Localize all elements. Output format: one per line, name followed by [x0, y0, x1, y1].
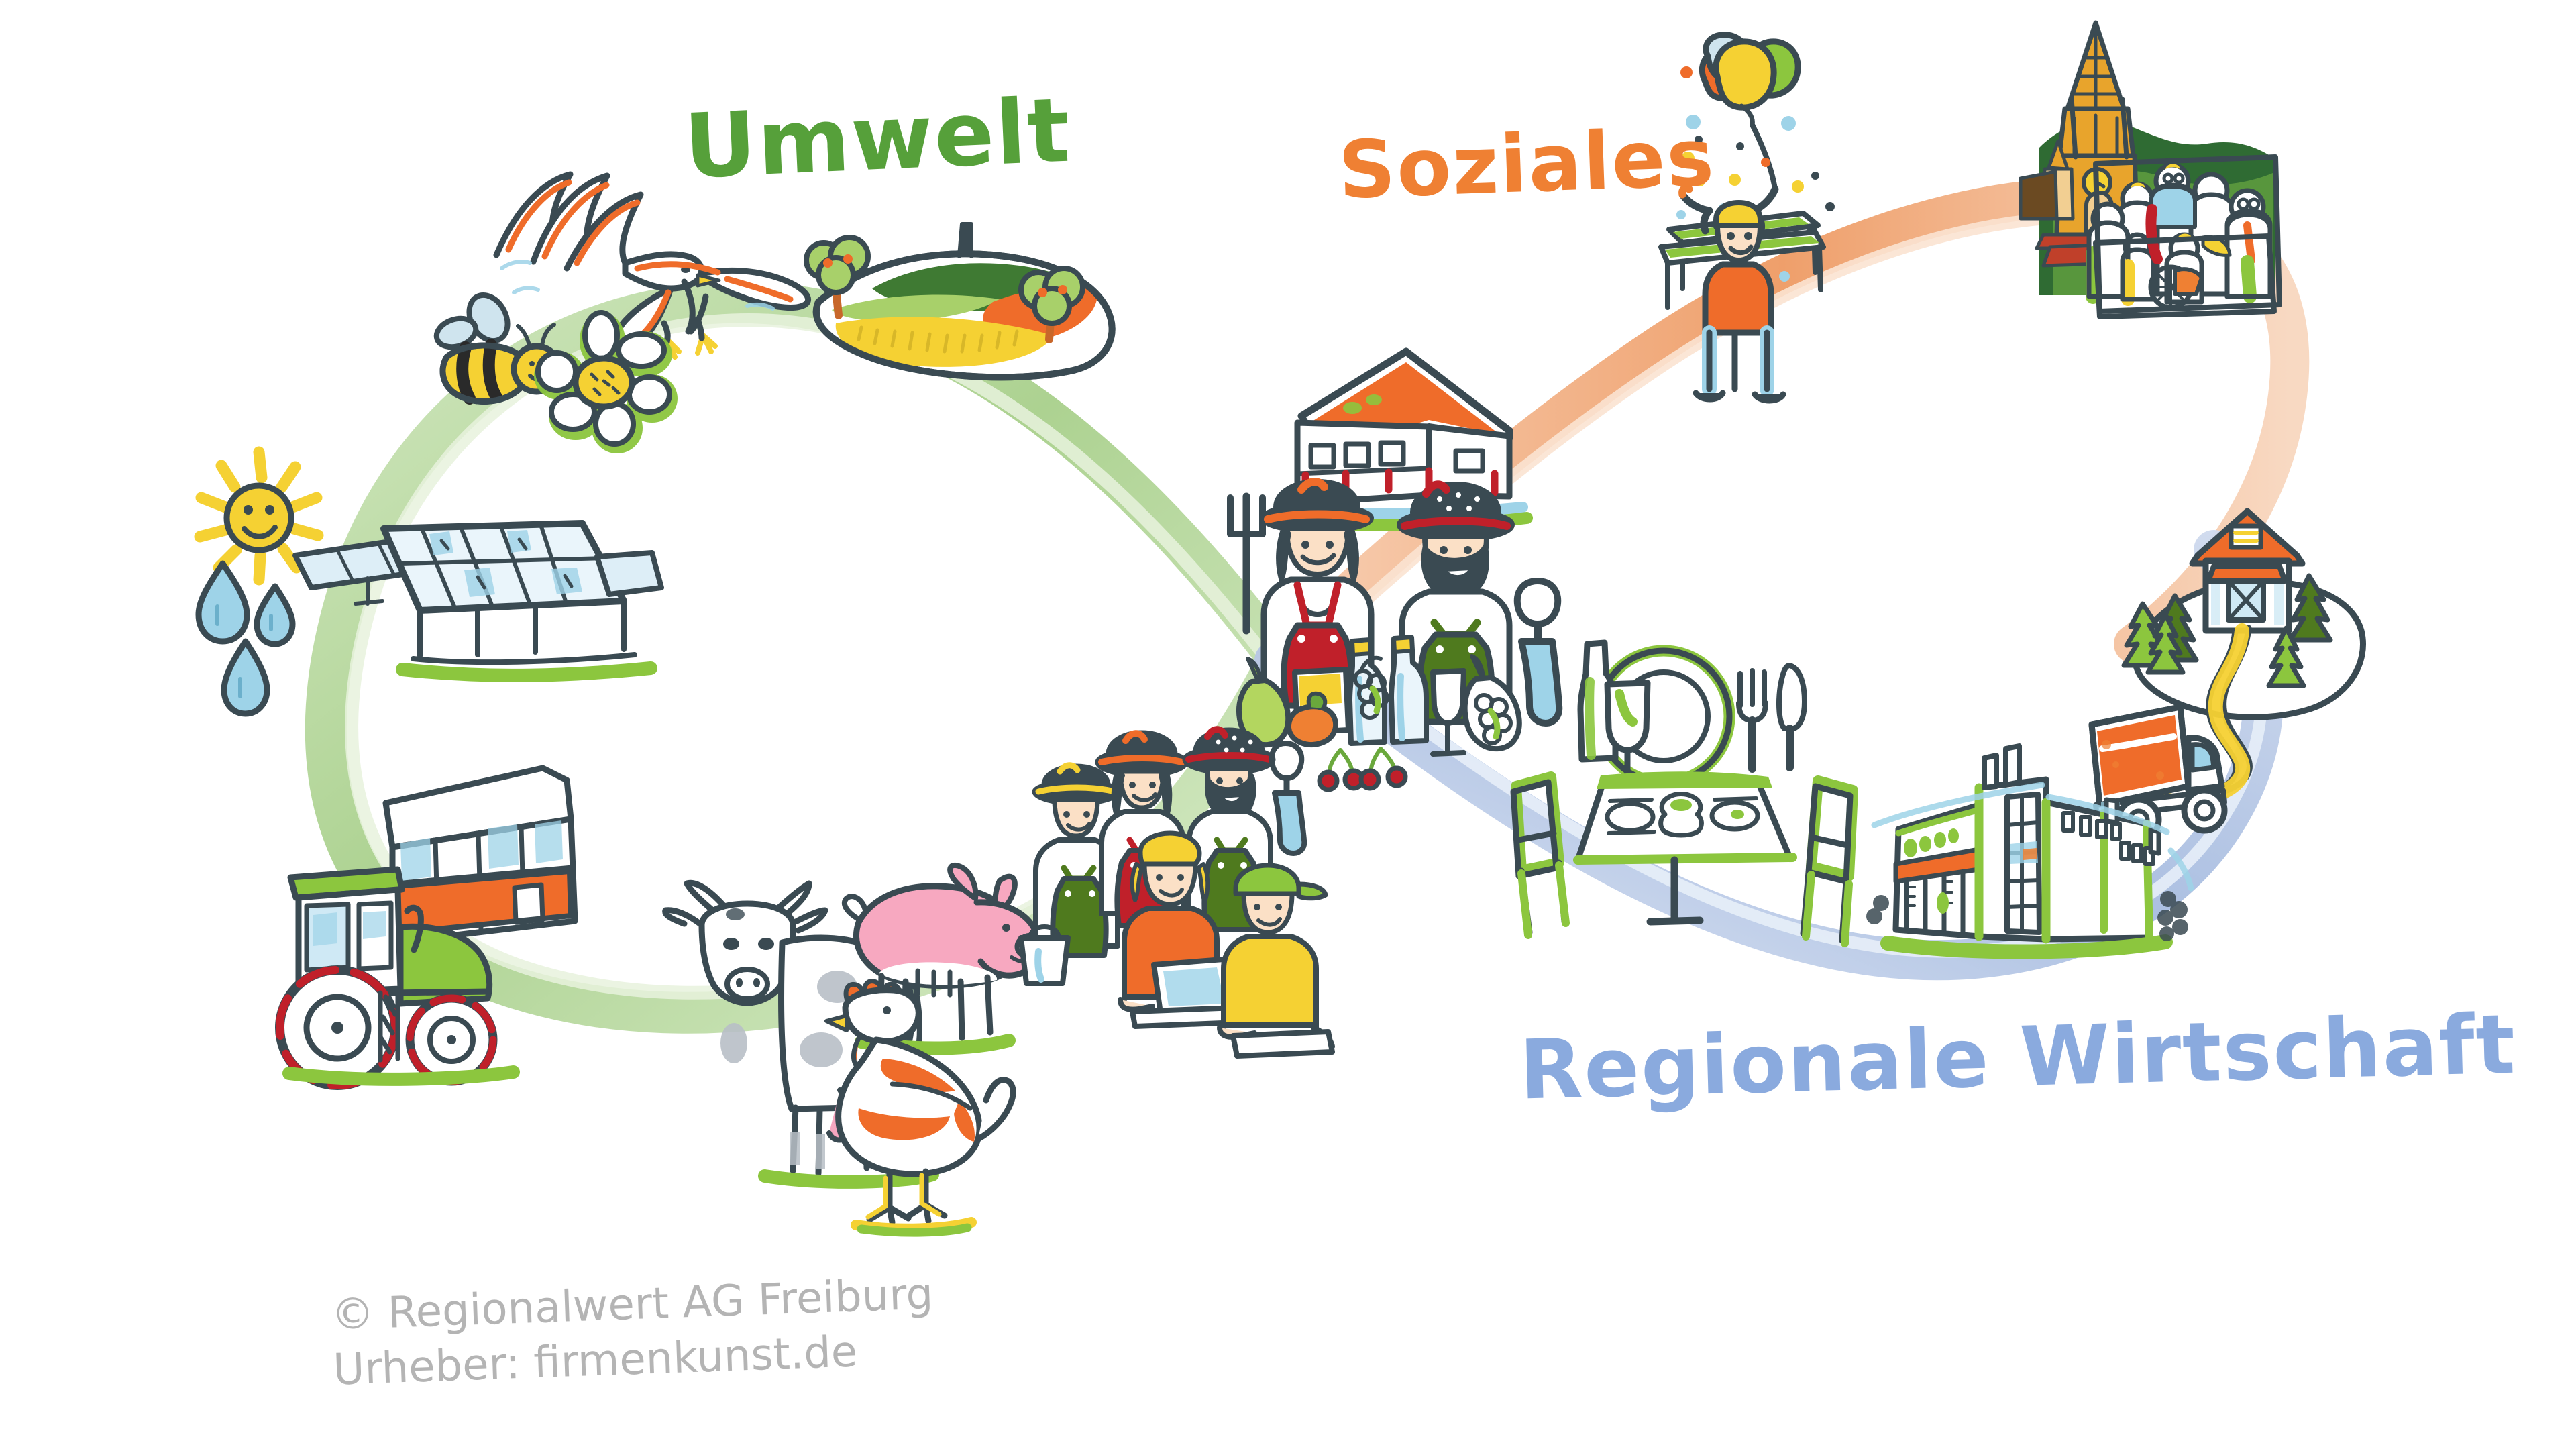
laptop-icon — [1130, 957, 1242, 1029]
team-member-laptop — [1118, 830, 1242, 1029]
farm-landscape-icon — [804, 222, 1116, 381]
farm-building-icon — [382, 765, 578, 946]
child-balloons-icon — [1658, 32, 1835, 404]
team-member-cap — [1217, 863, 1335, 1059]
fruit-tree-left — [804, 235, 871, 319]
team-member-bucket — [1018, 762, 1122, 986]
soziales-ribbon-highlight — [1277, 211, 2143, 681]
shovel-icon — [1513, 578, 1563, 727]
pitchfork-icon — [1227, 492, 1266, 635]
fir-trees-left — [2121, 593, 2199, 675]
balloons-icon — [1699, 32, 1801, 192]
place-settings — [1605, 792, 1760, 838]
tractor-icon — [275, 866, 520, 1090]
pig-icon — [841, 862, 1049, 1055]
farmer-woman — [1256, 478, 1379, 720]
sun-icon — [194, 446, 324, 586]
bird-of-prey-icon — [493, 171, 811, 361]
copyright-credit: © Regionalwert AG Freiburg Urheber: firm… — [330, 1267, 936, 1398]
greenhouse-icon — [292, 520, 664, 682]
bumblebee-icon — [433, 292, 563, 405]
bucket-icon — [1018, 924, 1071, 986]
restaurant-table-icon — [1510, 639, 1858, 947]
fruit-tree-right — [1018, 266, 1085, 343]
chair-left — [1510, 771, 1570, 939]
label-umwelt: Umwelt — [682, 78, 1073, 199]
knife-icon — [1776, 663, 1807, 771]
produce-basket-icon — [1236, 635, 1522, 792]
chair-right — [1800, 775, 1858, 947]
daisy-flower-icon — [534, 310, 678, 453]
fir-trees-right — [2266, 573, 2333, 688]
minster-people-icon — [2019, 20, 2282, 319]
chicken-icon — [824, 979, 1016, 1237]
fork-icon — [1736, 668, 1768, 773]
delivery-truck-icon — [2088, 508, 2366, 843]
work-team-icon — [1018, 726, 1335, 1059]
barn-icon — [2189, 508, 2306, 634]
processing-plant-icon — [1866, 743, 2194, 959]
cherries-icon — [1317, 747, 1408, 792]
label-soziales: Soziales — [1336, 111, 1717, 217]
water-drops-icon — [195, 560, 296, 717]
